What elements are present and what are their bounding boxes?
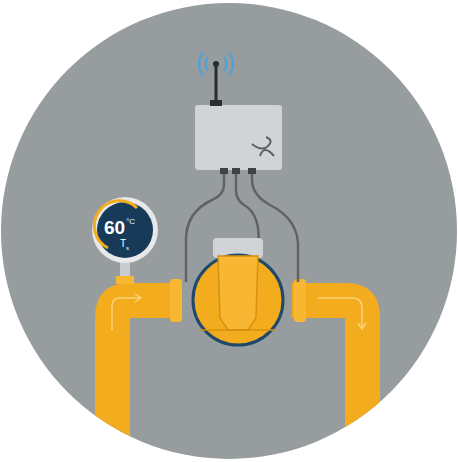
cable-gland [232,168,240,174]
transmitter-box [195,105,282,170]
gauge-reading: T [120,239,126,249]
antenna [215,64,218,100]
cable-gland [248,168,256,174]
meter-line [200,329,276,331]
flow-arrow-head [358,323,366,329]
logo-mark [252,137,274,156]
gauge-reading: °C [126,218,135,226]
wireless-signal [199,52,233,76]
cable-gland [220,168,228,174]
background-circle [1,3,457,459]
antenna-base [210,100,222,106]
outlet-flange [294,279,306,322]
temperature-gauge: 60°C Ts [91,196,159,264]
flow-arrow-head [135,294,141,302]
antenna-tip [213,61,219,67]
gauge-reading: s [126,245,129,251]
inlet-flange [170,279,182,322]
gauge-reading: 60 [104,218,125,237]
flow-meter-body [193,255,283,345]
flow-arrow [112,298,140,330]
inlet-pipe [95,283,178,462]
meter-insert [218,256,258,330]
gauge-fitting [116,276,134,284]
flow-arrow [318,298,362,328]
